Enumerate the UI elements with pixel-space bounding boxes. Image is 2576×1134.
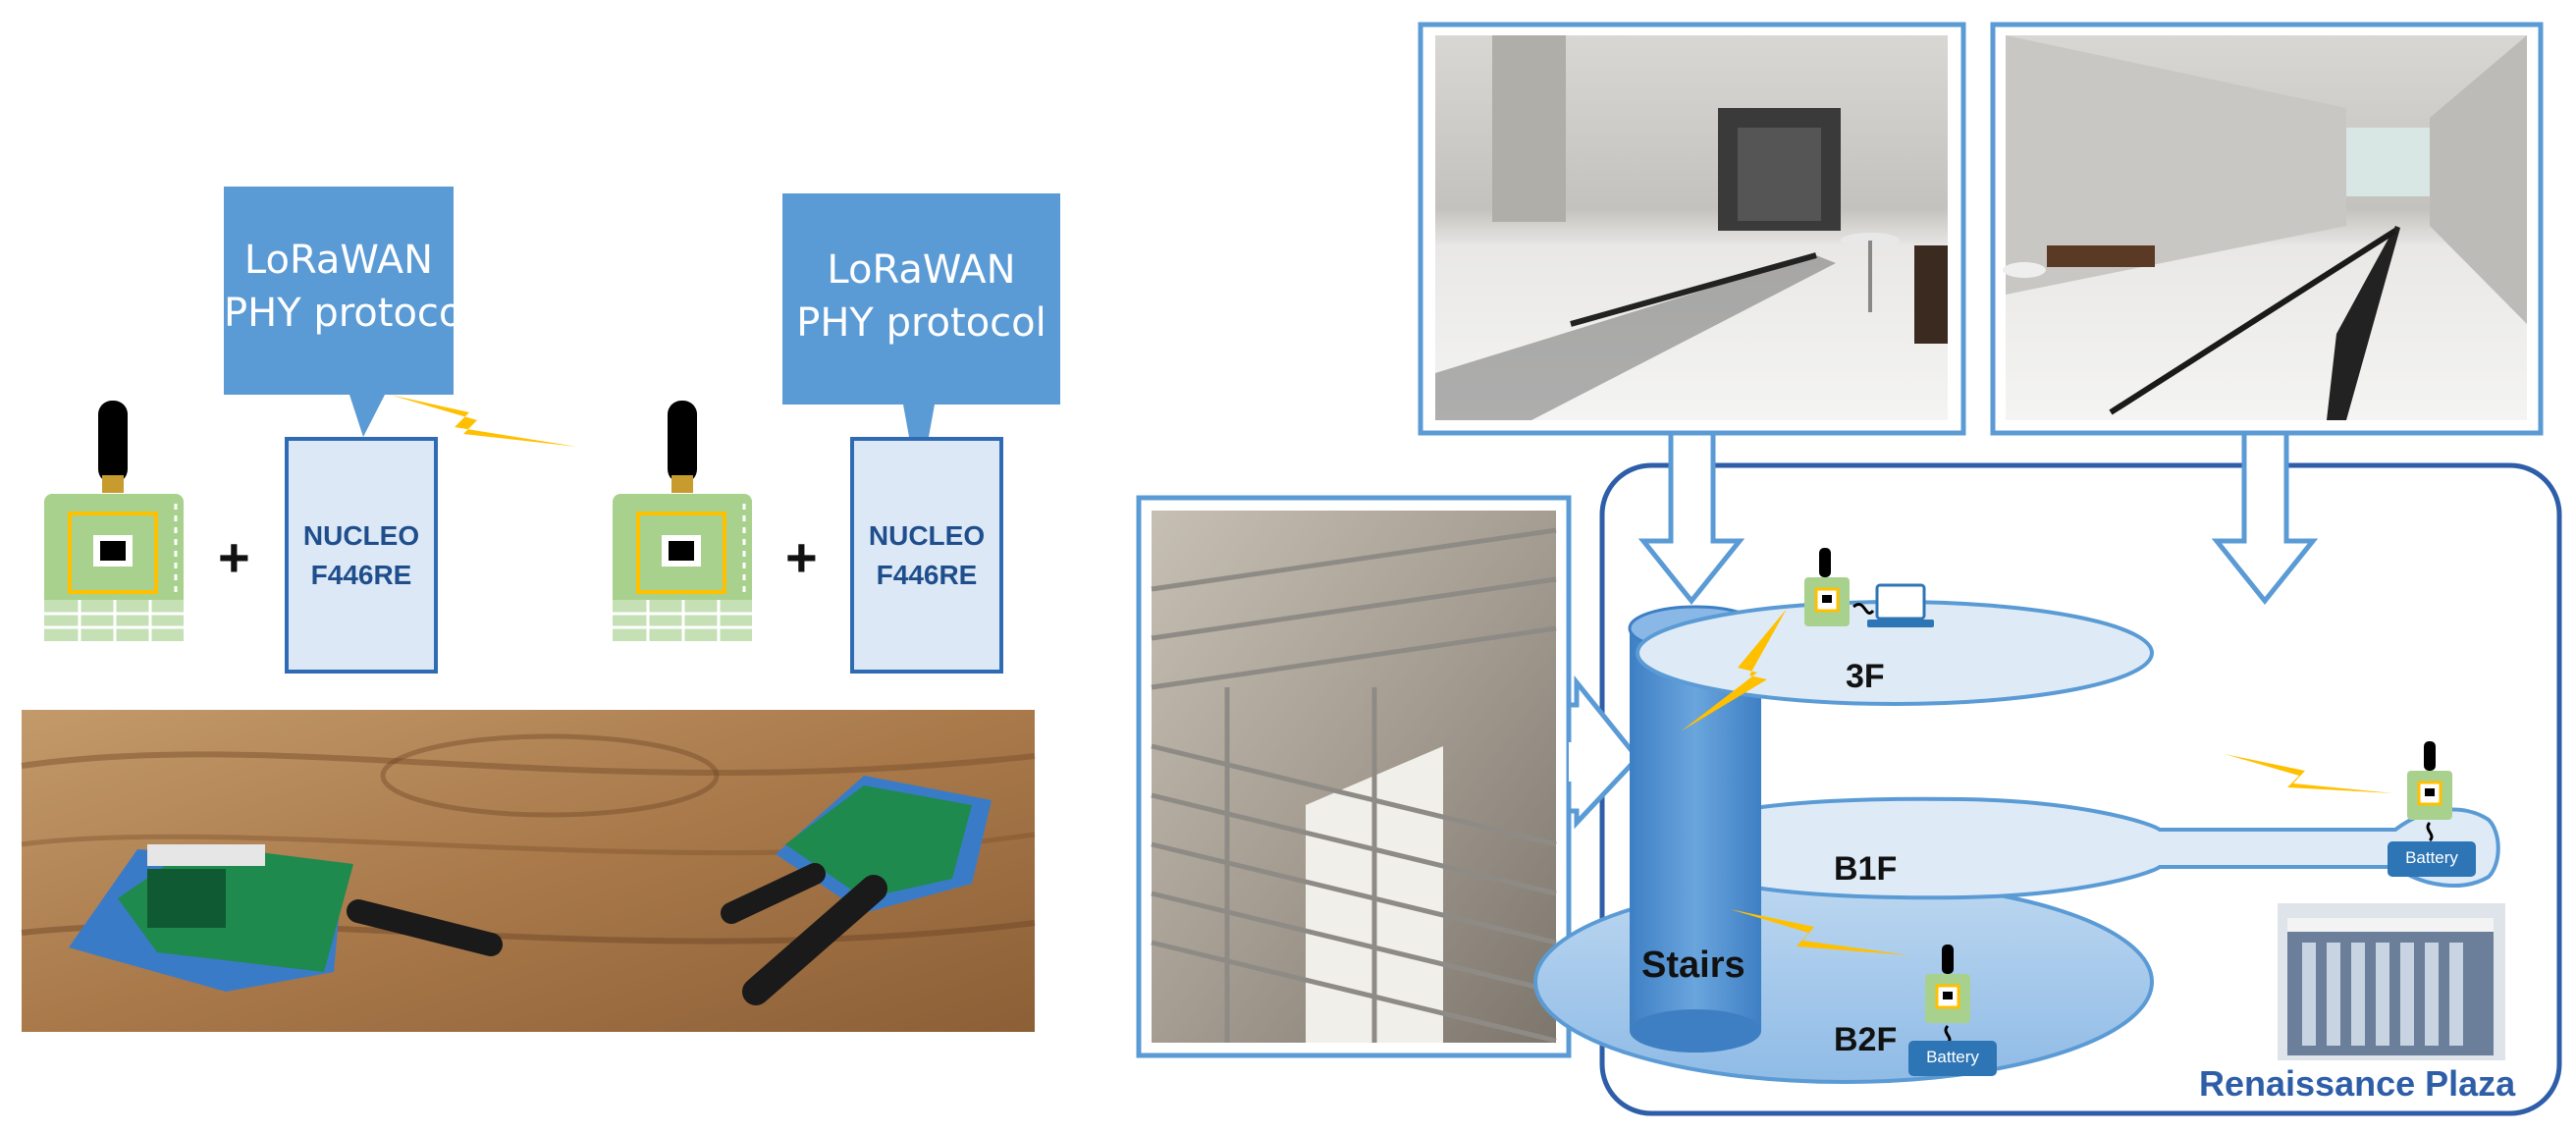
building-photo: [2278, 903, 2505, 1060]
lobby-photo: [1435, 35, 1948, 420]
antenna-icon: [668, 401, 697, 483]
lightning-bolt-icon: [390, 395, 577, 447]
lora-module-icon: [42, 492, 186, 643]
laptop-icon: [1867, 583, 1934, 627]
building-label: Renaissance Plaza: [2199, 1063, 2516, 1104]
callout-line: LoRaWAN: [827, 247, 1016, 293]
nucleo-board: [850, 437, 1003, 674]
sensor-node-icon: [2407, 741, 2452, 842]
floor-b1f: [1666, 796, 2500, 900]
plus-sign: +: [218, 526, 250, 588]
stairs-label: Stairs: [1641, 945, 1745, 986]
hardware-photo: [21, 710, 1036, 1032]
nucleo-label: NUCLEO F446RE: [287, 516, 436, 595]
board-line: NUCLEO: [302, 520, 420, 551]
callout-line: LoRaWAN: [243, 238, 434, 283]
lora-module-icon: [611, 492, 754, 643]
gateway-node-icon: [1804, 548, 1850, 626]
sensor-node-icon: [1925, 945, 1970, 1045]
battery-label: Battery: [1926, 1048, 1979, 1066]
down-arrow: [2211, 430, 2319, 605]
board-line: F446RE: [310, 560, 412, 590]
callout-bubble: [224, 187, 454, 437]
callout-line: PHY protocol: [224, 291, 474, 336]
lightning-bolt-icon: [2225, 754, 2393, 793]
plus-sign: +: [785, 526, 818, 588]
battery-icon: [1908, 1041, 1997, 1076]
battery-icon: [2388, 841, 2476, 877]
board-line: F446RE: [876, 560, 978, 590]
callout-label: LoRaWAN PHY protocol: [224, 234, 474, 340]
corridor-photo: [2003, 35, 2527, 420]
floor-label-3f: 3F: [1846, 658, 1885, 695]
cable-icon: [1852, 603, 1875, 615]
nucleo-board: [285, 437, 438, 674]
nucleo-label: NUCLEO F446RE: [852, 516, 1001, 595]
stairwell-photo: [1151, 511, 1557, 1044]
floor-label-b1f: B1F: [1834, 850, 1898, 888]
callout-bubble: [782, 193, 1060, 491]
callout-line: PHY protocol: [796, 300, 1046, 346]
floor-label-b2f: B2F: [1834, 1021, 1898, 1058]
callout-label: LoRaWAN PHY protocol: [782, 243, 1060, 350]
lightning-bolt-icon: [1730, 909, 1909, 955]
down-arrow: [1637, 430, 1745, 605]
antenna-icon: [98, 401, 128, 483]
battery-label: Battery: [2405, 848, 2458, 867]
board-line: NUCLEO: [868, 520, 986, 551]
